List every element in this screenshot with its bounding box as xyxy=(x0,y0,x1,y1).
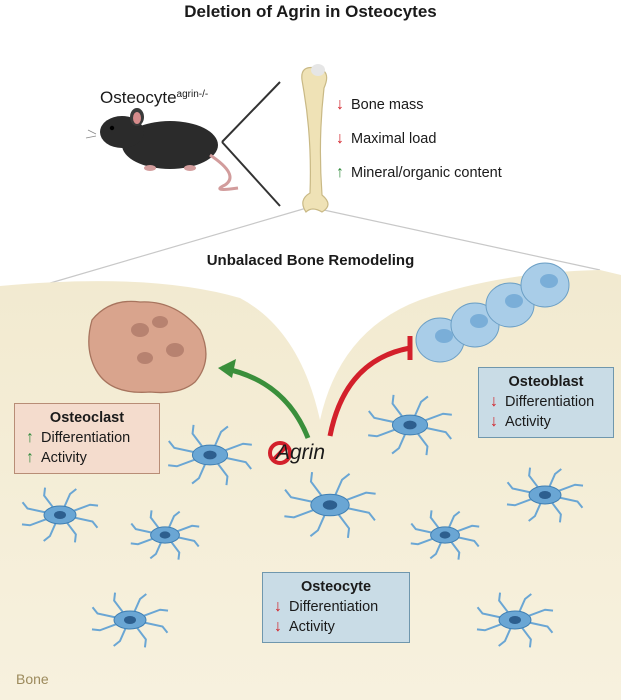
osteocyte-cell xyxy=(410,510,480,560)
osteoclast-line-label: Differentiation xyxy=(41,430,131,446)
osteoclast-title: Osteoclast xyxy=(49,410,125,426)
mouse-label: Osteocyteagrin-/- xyxy=(100,88,208,108)
osteocyte-cell xyxy=(21,487,99,543)
arrow-icon: ↑ xyxy=(26,429,34,446)
stimulate-arrow xyxy=(221,365,311,439)
mouse-genotype: agrin-/- xyxy=(176,89,209,100)
figure-title: Deletion of Agrin in Osteocytes xyxy=(184,2,437,21)
osteocyte-cell xyxy=(368,394,452,456)
osteocyte-line: ↓ Differentiation xyxy=(271,597,401,617)
osteocyte-cells xyxy=(21,394,584,648)
arrow-icon: ↓ xyxy=(490,413,498,430)
effect-row: ↓ Bone mass xyxy=(333,88,502,122)
osteocyte-line: ↓ Activity xyxy=(271,617,401,637)
arrow-icon: ↓ xyxy=(274,618,282,635)
effect-row: ↓ Maximal load xyxy=(333,122,502,156)
arrow-icon: ↓ xyxy=(274,598,282,615)
osteocyte-title: Osteocyte xyxy=(300,579,372,595)
effect-arrow-icon: ↓ xyxy=(336,130,344,147)
femur xyxy=(301,64,329,213)
arrow-icon: ↓ xyxy=(490,393,498,410)
osteocyte-box: Osteocyte ↓ Differentiation ↓ Activity xyxy=(262,572,410,643)
osteocyte-cell xyxy=(91,592,169,648)
effect-label: Maximal load xyxy=(351,131,437,147)
effect-arrow-icon: ↑ xyxy=(336,164,344,181)
osteocyte-cell xyxy=(284,471,376,539)
osteoclast-box: Osteoclast ↑ Differentiation ↑ Activity xyxy=(14,403,160,474)
agrin-deletion-icon xyxy=(268,441,292,465)
stimulate-arrowhead xyxy=(218,359,236,378)
osteocyte-line-label: Activity xyxy=(289,619,335,635)
effect-label: Mineral/organic content xyxy=(351,165,502,181)
zoom-lines-mouse xyxy=(221,81,281,207)
osteoclast-line: ↑ Activity xyxy=(23,448,151,468)
osteocyte-cell xyxy=(506,467,584,523)
mouse xyxy=(85,108,239,191)
osteoblast-line: ↓ Activity xyxy=(487,412,605,432)
effect-row: ↑ Mineral/organic content xyxy=(333,156,502,190)
osteoblast-line: ↓ Differentiation xyxy=(487,392,605,412)
osteocyte-line-label: Differentiation xyxy=(289,599,379,615)
osteoblast-cells xyxy=(415,262,570,363)
arrow-icon: ↑ xyxy=(26,449,34,466)
inhibit-arrow xyxy=(327,345,411,437)
osteoclast-line-label: Activity xyxy=(41,450,87,466)
osteoclast-line: ↑ Differentiation xyxy=(23,428,151,448)
zoom-lines-bone xyxy=(39,206,601,287)
osteoblast-title: Osteoblast xyxy=(508,374,584,390)
phenotype-effects: ↓ Bone mass ↓ Maximal load ↑ Mineral/organi… xyxy=(333,88,502,190)
mouse-label-text: Osteocyte xyxy=(100,88,177,107)
osteoblast-line-label: Differentiation xyxy=(505,394,595,410)
osteoblast-box: Osteoblast ↓ Differentiation ↓ Activity xyxy=(478,367,614,438)
effect-label: Bone mass xyxy=(351,97,424,113)
osteocyte-cell xyxy=(168,424,252,486)
osteocyte-cell xyxy=(476,592,554,648)
agrin-label: Agrin xyxy=(276,441,326,464)
osteoclast-cell xyxy=(88,300,207,394)
osteoblast-line-label: Activity xyxy=(505,414,551,430)
subtitle: Unbalaced Bone Remodeling xyxy=(206,252,415,269)
effect-arrow-icon: ↓ xyxy=(336,96,344,113)
bone-label: Bone xyxy=(16,671,49,687)
osteocyte-cell xyxy=(130,510,200,560)
